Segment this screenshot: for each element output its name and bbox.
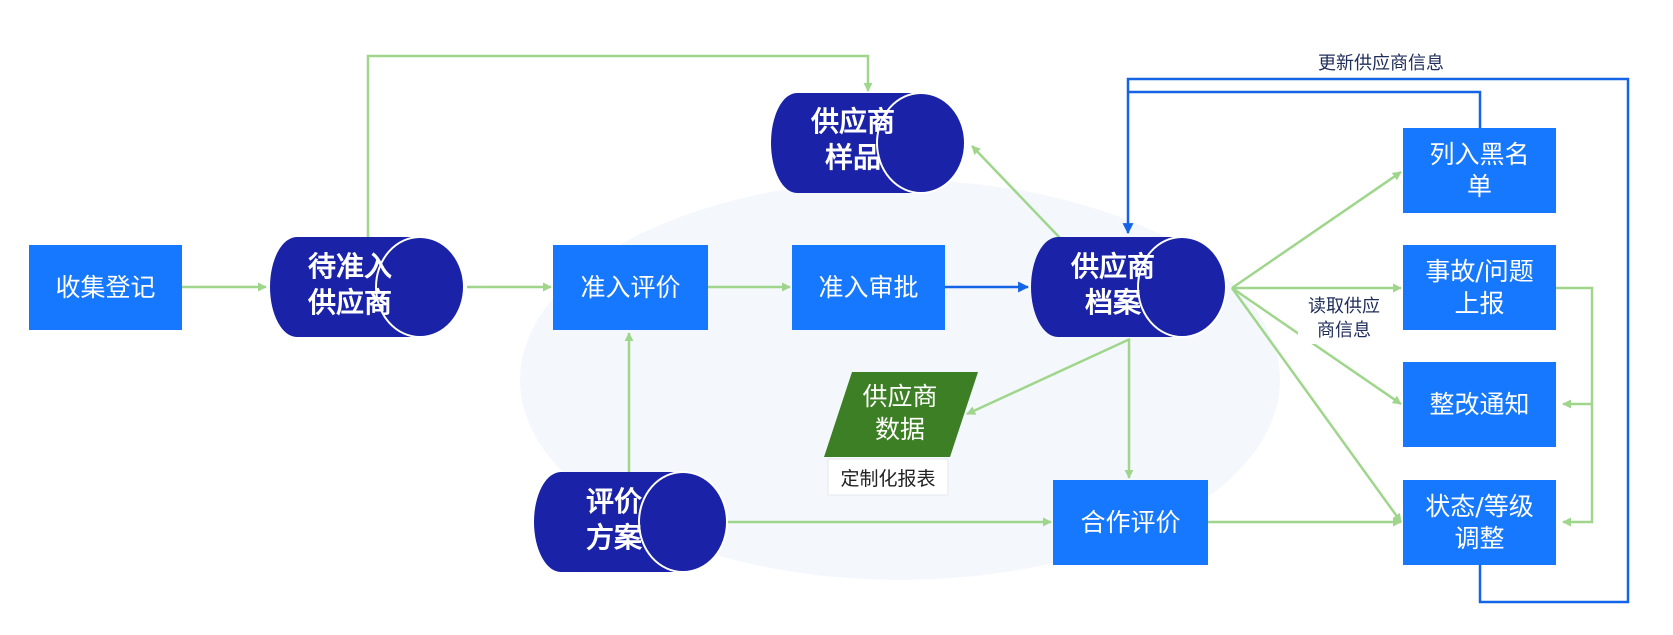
node-admit-approve-label: 准入审批 xyxy=(818,273,918,302)
custom-report-caption: 定制化报表 xyxy=(827,458,949,496)
node-plan-line1: 评价 xyxy=(586,485,643,518)
arrow-archive-to-data xyxy=(966,337,1131,416)
node-blacklist-line2: 单 xyxy=(1467,172,1492,201)
node-blacklist[interactable]: 列入黑名 单 xyxy=(1403,128,1556,213)
node-incident-line1: 事故/问题 xyxy=(1425,257,1533,286)
node-sample-line1: 供应商 xyxy=(810,105,895,138)
arrow-archive-to-blacklist xyxy=(1231,170,1402,290)
node-plan-line2: 方案 xyxy=(586,521,643,554)
read-info-label-bg xyxy=(1298,292,1390,344)
node-status-line1: 状态/等级 xyxy=(1425,492,1533,521)
node-admit-eval[interactable]: 准入评价 xyxy=(553,245,708,330)
node-data-line2: 数据 xyxy=(875,415,925,444)
arrow-archive-to-rectify xyxy=(1231,286,1402,406)
label-read-info-line1: 读取供应 xyxy=(1308,296,1380,317)
label-update-supplier-info: 更新供应商信息 xyxy=(1318,53,1444,74)
node-incident[interactable]: 事故/问题 上报 xyxy=(1403,245,1556,330)
label-read-info-line2: 商信息 xyxy=(1317,320,1371,341)
node-pending-line2: 供应商 xyxy=(307,286,392,319)
node-supplier-data[interactable]: 供应商 数据 xyxy=(824,372,978,457)
arrow-archive-to-sample xyxy=(971,145,1061,239)
arrow-blacklist-to-archive xyxy=(1128,90,1482,128)
node-coop-eval-label: 合作评价 xyxy=(1080,508,1180,537)
node-blacklist-line1: 列入黑名 xyxy=(1429,140,1529,169)
node-supplier-sample[interactable]: 供应商 样品 xyxy=(771,92,966,194)
node-sample-line2: 样品 xyxy=(825,141,881,174)
node-collect-label: 收集登记 xyxy=(55,273,155,302)
node-admit-eval-label: 准入评价 xyxy=(580,273,680,302)
node-collect[interactable]: 收集登记 xyxy=(29,245,182,330)
node-incident-line2: 上报 xyxy=(1454,289,1504,318)
node-eval-plan[interactable]: 评价 方案 xyxy=(534,471,728,573)
node-pending-supplier[interactable]: 待准入 供应商 xyxy=(270,236,465,338)
arrow-pending-to-sample xyxy=(366,54,873,237)
arrow-status-update-loop xyxy=(1122,77,1630,604)
node-admit-approve[interactable]: 准入审批 xyxy=(792,245,945,330)
custom-report-label: 定制化报表 xyxy=(840,468,935,490)
node-status-line2: 调整 xyxy=(1454,524,1504,553)
node-coop-eval[interactable]: 合作评价 xyxy=(1053,480,1208,565)
node-status[interactable]: 状态/等级 调整 xyxy=(1403,480,1556,565)
node-data-line1: 供应商 xyxy=(862,382,937,411)
node-archive-line1: 供应商 xyxy=(1070,250,1155,283)
arrow-archive-to-status xyxy=(1230,287,1403,523)
node-rectify[interactable]: 整改通知 xyxy=(1403,362,1556,447)
node-rectify-label: 整改通知 xyxy=(1429,390,1529,419)
node-pending-line1: 待准入 xyxy=(308,250,392,283)
node-archive-line2: 档案 xyxy=(1085,286,1142,319)
node-supplier-archive[interactable]: 供应商 档案 xyxy=(1031,236,1227,338)
